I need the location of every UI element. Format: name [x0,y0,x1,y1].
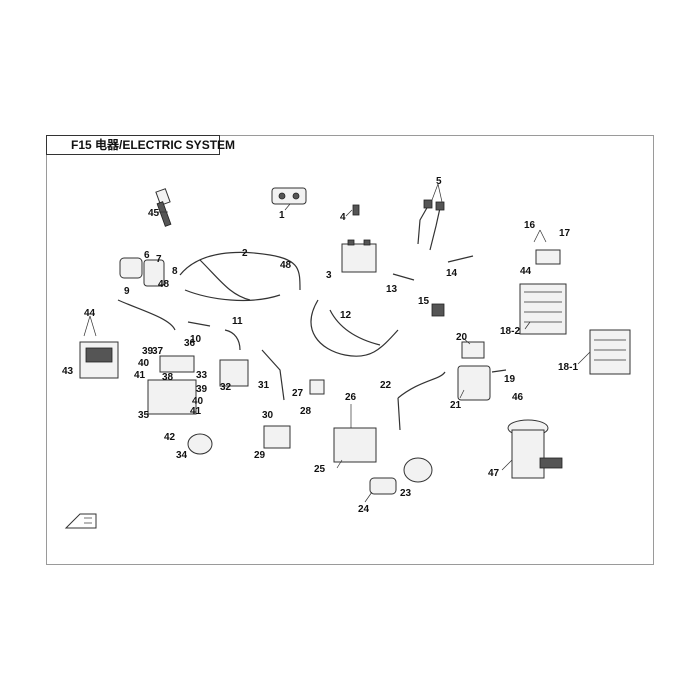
callout-48a: 48 [158,279,170,290]
part-ignition-key [155,188,172,227]
callout-39a: 39 [142,346,154,357]
part-ignition-coil-31 [261,349,285,401]
callout-31: 31 [258,380,270,391]
front-direction-arrow-icon [64,513,97,529]
callout-42: 42 [164,432,176,443]
callout-34: 34 [176,450,188,461]
part-starter-relay [457,341,491,401]
part-wire-11 [224,329,241,351]
part-sub-harness [310,299,399,357]
callout-12: 12 [340,310,352,321]
callout-11: 11 [232,316,243,327]
callout-38: 38 [162,372,174,383]
part-battery [341,239,377,273]
callout-46: 46 [512,392,524,403]
callout-47: 47 [488,468,500,479]
part-connector-15 [431,303,445,317]
callout-33: 33 [196,370,208,381]
callout-15: 15 [418,296,430,307]
callout-28: 28 [300,406,312,417]
callout-9: 9 [124,286,130,297]
callout-4: 4 [340,212,346,223]
callout-27: 27 [292,388,304,399]
callout-5: 5 [436,176,442,187]
callout-29: 29 [254,450,266,461]
callout-35: 35 [138,410,150,421]
part-rod-10 [187,321,211,327]
callout-40b: 40 [192,396,204,407]
callout-14: 14 [446,268,458,279]
part-ecu-25 [333,427,377,463]
part-battery-cables [417,199,445,251]
callout-19: 19 [504,374,516,385]
part-wire-13 [392,273,415,281]
callout-41a: 41 [134,370,146,381]
part-fuse-box-43 [79,341,119,379]
callout-13: 13 [386,284,398,295]
part-switch-bracket [271,187,307,205]
callout-26: 26 [345,392,357,403]
part-horn-34 [187,433,213,455]
callout-16: 16 [524,220,536,231]
callout-25: 25 [314,464,326,475]
part-module-29 [263,425,291,449]
part-wire-14 [447,255,474,263]
callout-1: 1 [279,210,285,221]
diagram-frame [46,135,654,565]
callout-8: 8 [172,266,178,277]
callout-45: 45 [148,208,160,219]
callout-10: 10 [190,334,202,345]
callout-18-2: 18-2 [500,326,520,337]
part-cdi-32 [219,359,249,387]
part-wire-9 [117,299,176,331]
callout-41b: 41 [190,406,202,417]
callout-2: 2 [242,248,248,259]
part-relay-block [147,355,197,415]
callout-32: 32 [220,382,232,393]
callout-40a: 40 [138,358,150,369]
part-wire-22 [397,371,446,431]
callout-21: 21 [450,400,462,411]
callout-22: 22 [380,380,392,391]
callout-labels: 45 1 4 5 2 6 7 8 48 48 3 13 14 15 16 17 … [62,176,578,515]
part-coupler-23 [403,457,433,483]
callout-leaders [83,183,591,503]
part-main-harness [179,251,301,302]
callout-48b: 48 [280,260,292,271]
page-title: F15 电器/ELECTRIC SYSTEM [46,135,235,155]
part-bracket-17 [535,249,561,265]
callout-36: 36 [184,338,196,349]
part-wire-19 [491,369,507,373]
callout-6: 6 [144,250,150,261]
callout-24: 24 [358,504,370,515]
callout-18-1: 18-1 [558,362,578,373]
callout-7: 7 [156,254,162,265]
part-sensor-24 [369,477,397,495]
callout-44a: 44 [520,266,532,277]
part-handlebar-switch [119,257,165,287]
callout-17: 17 [559,228,571,239]
callout-43: 43 [62,366,74,377]
callout-30: 30 [262,410,274,421]
callout-37: 37 [152,346,164,357]
callout-23: 23 [400,488,412,499]
callout-39b: 39 [196,384,208,395]
callout-3: 3 [326,270,332,281]
callout-44b: 44 [84,308,96,319]
part-bolt-4 [352,204,360,216]
part-sensor-27 [309,379,325,395]
callout-20: 20 [456,332,468,343]
part-regulator-18-1 [589,329,631,375]
part-fuel-pump-47 [507,419,563,479]
